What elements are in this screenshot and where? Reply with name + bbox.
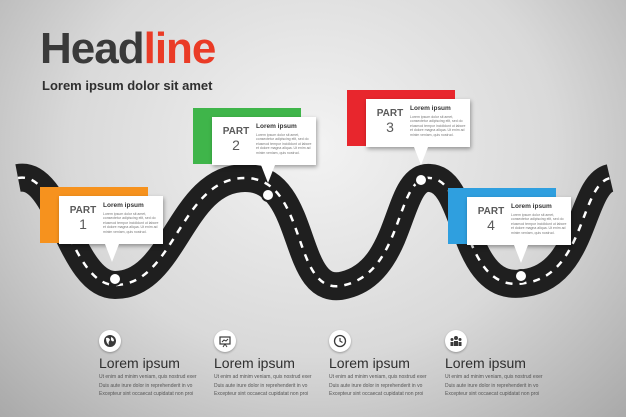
part-4-card: PART 4 Lorem ipsum Lorem ipsum dolor sit… [467,197,571,245]
column-3-text: Ut enim ad minim veniam, quis nostrud ex… [329,373,429,399]
headline-dark-part: Head [40,24,145,73]
column-1-line-3: Excepteur sint occaecat cupidatat non pr… [99,391,194,397]
part-3-number: 3 [386,119,394,135]
waypoint-marker-4 [514,269,528,283]
column-4-line-3: Excepteur sint occaecat cupidatat non pr… [445,391,540,397]
part-2-title: Lorem ipsum [256,123,297,130]
column-4-line-1: Ut enim ad minim veniam, quis nostrud ex… [445,374,543,380]
globe-icon [99,330,121,352]
part-3-label: PART [376,108,404,119]
part-3-card: PART 3 Lorem ipsum Lorem ipsum dolor sit… [366,99,470,147]
column-2-line-1: Ut enim ad minim veniam, quis nostrud ex… [214,374,312,380]
column-4-text: Ut enim ad minim veniam, quis nostrud ex… [445,373,545,399]
part-2-label: PART [222,126,250,137]
part-1-text: Lorem ipsum dolor sit amet, consectetur … [103,212,159,234]
part-2-card: PART 2 Lorem ipsum Lorem ipsum dolor sit… [212,117,316,165]
headline: Headline [40,24,217,73]
presentation-icon [214,330,236,352]
column-3-line-3: Excepteur sint occaecat cupidatat non pr… [329,391,424,397]
subheadline: Lorem ipsum dolor sit amet [42,78,213,93]
part-1-title: Lorem ipsum [103,202,144,209]
road-lane-marking [17,176,611,288]
waypoint-marker-1 [108,272,122,286]
column-1-line-2: Duis aute irure dolor in reprehenderit i… [99,382,193,389]
column-2-line-2: Duis aute irure dolor in reprehenderit i… [214,382,308,389]
part-1-card: PART 1 Lorem ipsum Lorem ipsum dolor sit… [59,196,163,244]
part-2-text: Lorem ipsum dolor sit amet, consectetur … [256,133,312,155]
part-1-label: PART [69,205,97,216]
part-3-title: Lorem ipsum [410,105,451,112]
headline-red-part: line [143,24,217,73]
team-icon [445,330,467,352]
part-1-pointer [105,244,119,262]
part-3-pointer [414,147,428,165]
clock-icon [329,330,351,352]
column-4-line-2: Duis aute irure dolor in reprehenderit i… [445,382,539,389]
column-4-title: Lorem ipsum [445,355,526,371]
column-3-line-2: Duis aute irure dolor in reprehenderit i… [329,382,423,389]
column-1-title: Lorem ipsum [99,355,180,371]
column-3-line-1: Ut enim ad minim veniam, quis nostrud ex… [329,374,427,380]
part-4-title: Lorem ipsum [511,203,552,210]
column-2-title: Lorem ipsum [214,355,295,371]
part-4-pointer [514,245,528,263]
column-2-text: Ut enim ad minim veniam, quis nostrud ex… [214,373,314,399]
part-4-text: Lorem ipsum dolor sit amet, consectetur … [511,213,567,235]
column-3-title: Lorem ipsum [329,355,410,371]
part-4-number: 4 [487,217,495,233]
column-2-line-3: Excepteur sint occaecat cupidatat non pr… [214,391,309,397]
part-4-label: PART [477,206,505,217]
column-1-text: Ut enim ad minim veniam, quis nostrud ex… [99,373,199,399]
part-1-number: 1 [79,216,87,232]
waypoint-marker-2 [261,188,275,202]
part-2-pointer [261,165,275,183]
waypoint-marker-3 [414,173,428,187]
part-2-number: 2 [232,137,240,153]
part-3-text: Lorem ipsum dolor sit amet, consectetur … [410,115,466,137]
column-1-line-1: Ut enim ad minim veniam, quis nostrud ex… [99,374,197,380]
